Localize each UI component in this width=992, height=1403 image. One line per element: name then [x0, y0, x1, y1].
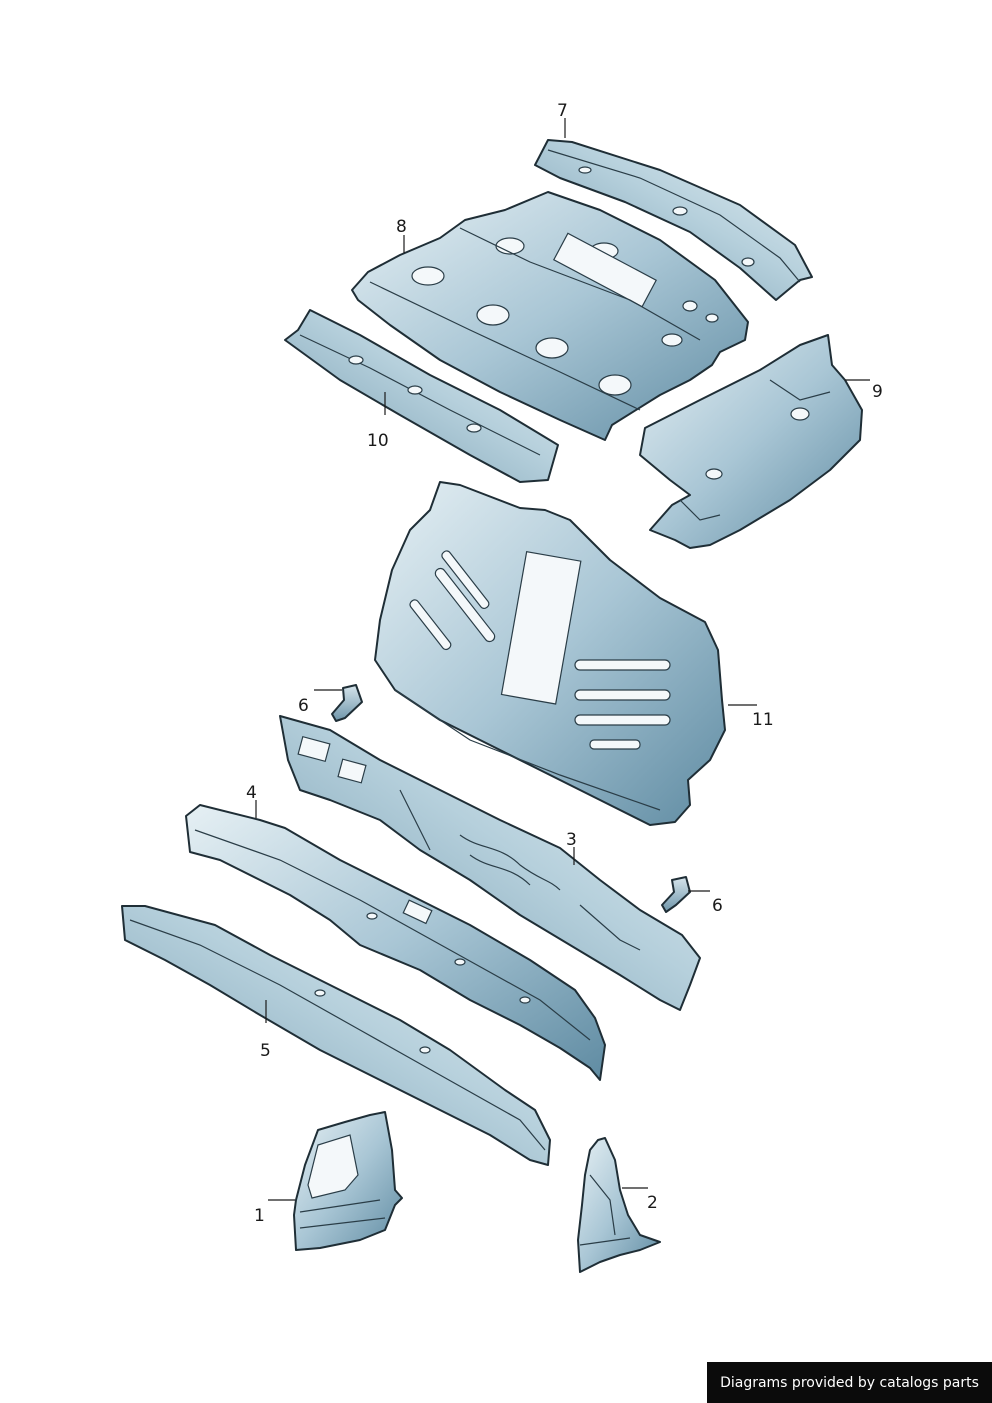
callout-2: 2: [647, 1193, 658, 1213]
part-9-spare-wheel-well[interactable]: [639, 334, 863, 549]
part-8-floor-panel[interactable]: [351, 191, 749, 441]
part-1-left-bracket[interactable]: [293, 1111, 403, 1251]
part-6-bracket-lower[interactable]: [661, 876, 691, 913]
part-4-reinforcement[interactable]: [185, 804, 606, 1081]
callout-8: 8: [396, 217, 407, 237]
callout-1: 1: [254, 1206, 265, 1226]
callout-11: 11: [752, 710, 774, 730]
part-3-cross-panel[interactable]: [279, 715, 701, 1011]
callout-7: 7: [557, 101, 568, 121]
part-10-cross-member[interactable]: [284, 309, 559, 483]
part-7-upper-rail[interactable]: [534, 139, 813, 301]
callout-3: 3: [566, 830, 577, 850]
callout-6-lower: 6: [712, 896, 723, 916]
leader-lines: [255, 118, 870, 1201]
callout-10: 10: [367, 431, 389, 451]
callout-4: 4: [246, 783, 257, 803]
callout-6-upper: 6: [298, 696, 309, 716]
part-11-rear-panel[interactable]: [374, 481, 726, 826]
part-6-bracket-upper[interactable]: [331, 684, 363, 722]
part-2-right-bracket[interactable]: [577, 1137, 661, 1273]
callout-9: 9: [872, 382, 883, 402]
credit-banner: Diagrams provided by catalogs parts: [707, 1362, 992, 1403]
callout-5: 5: [260, 1041, 271, 1061]
credit-text: Diagrams provided by catalogs parts: [720, 1374, 979, 1391]
part-5-lower-member[interactable]: [121, 905, 551, 1166]
callout-labels: 7 8 9 10 11 6 3 4 6 5 1 2: [246, 101, 883, 1226]
